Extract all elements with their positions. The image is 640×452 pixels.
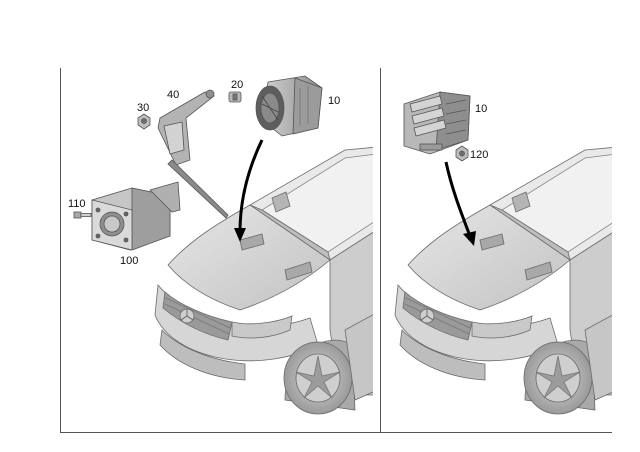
callout-10-left: 10 [328,95,341,107]
part-100-bracket [91,181,181,251]
vehicle-front-right [394,147,612,415]
callout-10-right: 10 [475,103,488,115]
part-120-nut [455,145,469,162]
part-10-siren [255,75,323,137]
arrow-left [234,139,264,242]
vehicle-front-left [154,147,373,415]
part-20-connector [228,91,242,103]
bottom-border [60,432,612,433]
callout-110: 110 [68,198,86,210]
callout-100: 100 [120,255,139,267]
callout-30: 30 [137,102,150,114]
part-40-bracket [157,89,229,219]
callout-40: 40 [167,89,180,101]
part-10-control-unit [403,91,471,155]
part-110-bolt [73,211,92,219]
arrow-right [444,161,476,246]
part-30-nut [137,113,151,130]
callout-20: 20 [231,79,244,91]
left-panel-border [60,68,61,433]
panel-divider [380,68,381,433]
callout-120: 120 [470,149,489,161]
